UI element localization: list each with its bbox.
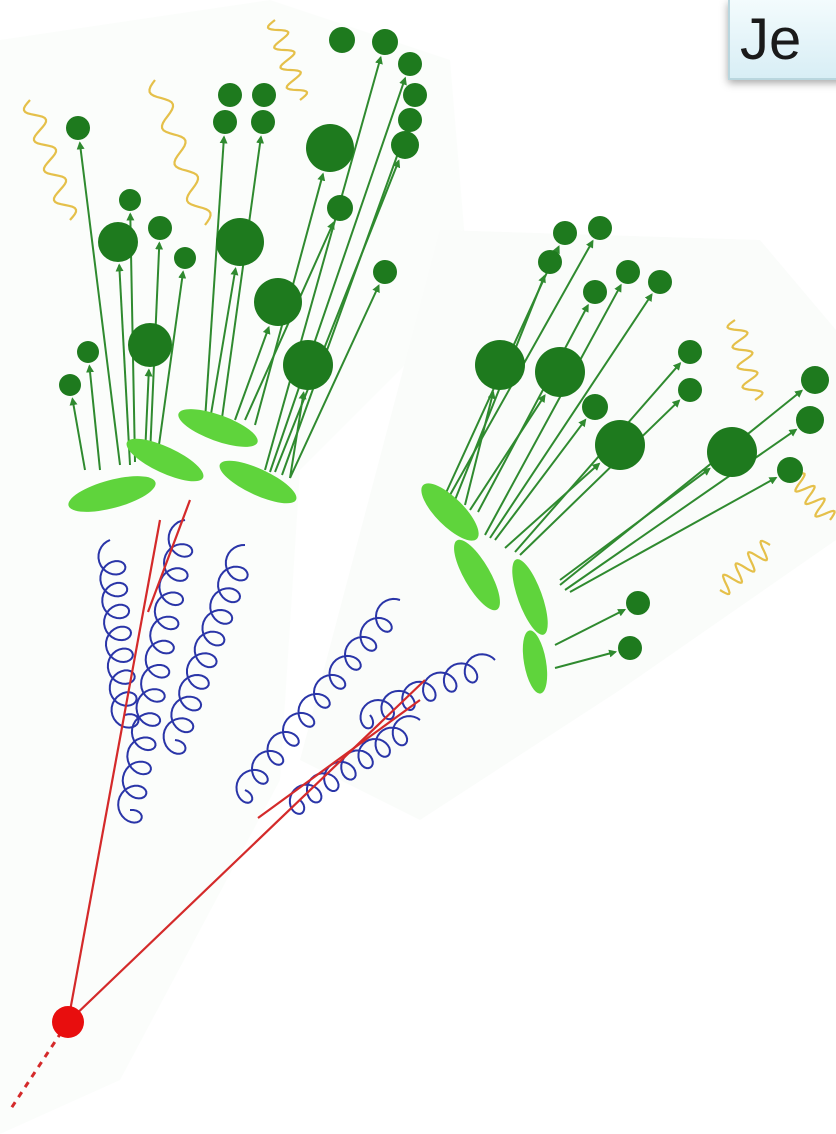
hadron-dot-icon [213,110,237,134]
hadron-dot-icon [535,347,585,397]
vertex-group [52,1006,84,1038]
hadron-dot-icon [329,27,355,53]
hadron-dot-icon [306,124,354,172]
hadron-dot-icon [251,110,275,134]
hadron-dot-icon [678,378,702,402]
slide-title: Je [740,4,801,76]
hadron-dot-icon [595,420,645,470]
hadron-dot-icon [626,591,650,615]
hadron-dot-icon [218,83,242,107]
hadron-dot-icon [59,374,81,396]
hadron-dot-icon [98,222,138,262]
hadron-dot-icon [391,131,419,159]
hadron-dot-icon [801,366,829,394]
hadron-dot-icon [796,406,824,434]
hadron-dot-icon [475,340,525,390]
hadron-dot-icon [252,83,276,107]
hadron-dot-icon [327,195,353,221]
hadron-dot-icon [283,340,333,390]
hadron-dot-icon [582,394,608,420]
hadron-dot-icon [707,427,757,477]
hadron-dot-icon [119,189,141,211]
hadron-dot-icon [403,83,427,107]
hadron-dot-icon [588,216,612,240]
slide-title-box: Je [728,0,836,80]
primary-vertex-icon [52,1006,84,1038]
hadron-dot-icon [398,52,422,76]
hadron-dot-icon [372,29,398,55]
hadron-dot-icon [216,218,264,266]
hadron-dot-icon [616,260,640,284]
hadron-dot-icon [148,216,172,240]
hadron-dot-icon [77,341,99,363]
hadron-dot-icon [128,323,172,367]
hadron-dot-icon [648,270,672,294]
hadron-dot-icon [174,247,196,269]
hadron-dot-icon [254,278,302,326]
hadron-dot-icon [538,250,562,274]
hadron-dot-icon [777,457,803,483]
hadron-dot-icon [398,108,422,132]
hadron-dot-icon [373,260,397,284]
hadron-dot-icon [583,280,607,304]
hadron-dot-icon [678,340,702,364]
hadron-dot-icon [66,116,90,140]
hadron-dot-icon [553,221,577,245]
hadron-dot-icon [618,636,642,660]
